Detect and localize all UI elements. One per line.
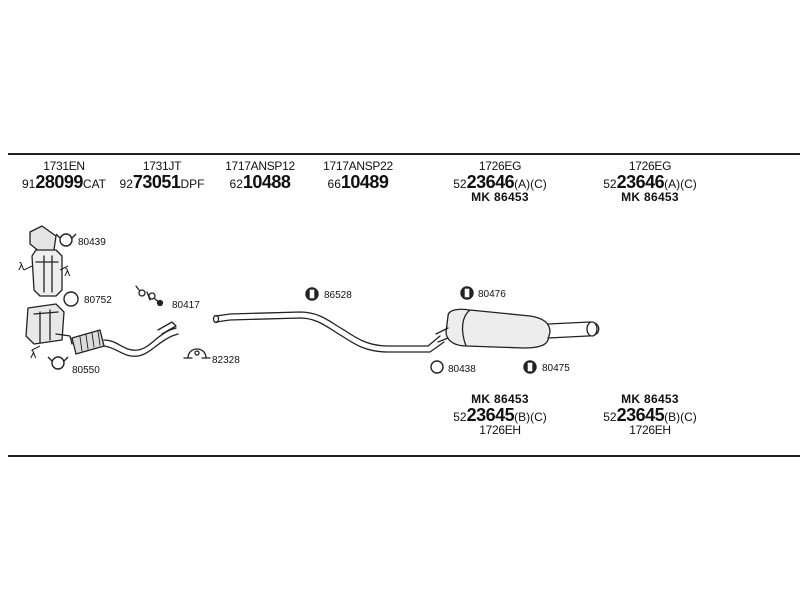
sensor-lead-icon bbox=[23, 265, 33, 271]
catalytic-converter-icon bbox=[29, 225, 63, 297]
part-number: 5223645(B)(C) bbox=[453, 404, 547, 425]
part-code: 1717ANSP12 bbox=[225, 159, 295, 173]
part-code: 1717ANSP22 bbox=[323, 159, 393, 173]
part-code: 1726EG bbox=[478, 159, 522, 173]
part-number: 5223646(A)(C) bbox=[453, 171, 547, 192]
callout-80752: 80752 bbox=[84, 295, 112, 306]
part-number: 9273051DPF bbox=[119, 171, 205, 192]
part-code: 1731EN bbox=[43, 159, 85, 173]
mk-kit-number: MK 86453 bbox=[471, 190, 529, 205]
part-header-rear-silencer-a-2: 1726EG 5223646(A)(C) MK 86453 bbox=[582, 160, 718, 204]
callout-80438: 80438 bbox=[448, 364, 476, 375]
gasket-80439-icon bbox=[55, 233, 77, 247]
part-number: 6610489 bbox=[327, 171, 389, 192]
center-pipe-icon bbox=[212, 311, 445, 353]
front-pipe-icon bbox=[71, 321, 179, 357]
top-rule bbox=[8, 153, 800, 155]
clamp-80550-icon bbox=[47, 356, 69, 370]
callout-80476: 80476 bbox=[478, 289, 506, 300]
sensor-lead-icon bbox=[59, 265, 69, 271]
dpf-filter-icon bbox=[25, 303, 73, 345]
gasket-80438-icon bbox=[430, 360, 444, 374]
bracket-82328-icon bbox=[183, 348, 211, 359]
part-code: 1726EH bbox=[629, 423, 671, 438]
callout-82328: 82328 bbox=[212, 355, 240, 366]
part-header-catalyst: 1731EN 9128099CAT bbox=[14, 160, 114, 191]
part-header-center-pipe: 1717ANSP22 6610489 bbox=[315, 160, 401, 191]
callout-80550: 80550 bbox=[72, 365, 100, 376]
part-footer-rear-silencer-b-2: MK 86453 5223645(B)(C) 1726EH bbox=[582, 393, 718, 437]
lambda-sensor-label: λ bbox=[64, 266, 71, 279]
mount-80476-icon bbox=[460, 286, 474, 300]
part-number: 5223645(B)(C) bbox=[603, 404, 697, 425]
part-number: 9128099CAT bbox=[21, 171, 107, 192]
lambda-sensor-label: λ bbox=[30, 348, 37, 361]
mk-kit-number: MK 86453 bbox=[471, 392, 529, 406]
rear-silencer-icon bbox=[435, 308, 600, 349]
part-footer-rear-silencer-b: MK 86453 5223645(B)(C) 1726EH bbox=[432, 393, 568, 437]
part-header-dpf: 1731JT 9273051DPF bbox=[114, 160, 210, 191]
clamp-80417-icon bbox=[135, 285, 164, 307]
mount-80475-icon bbox=[523, 360, 537, 374]
callout-86528: 86528 bbox=[324, 290, 352, 301]
part-header-front-pipe: 1717ANSP12 6210488 bbox=[218, 160, 302, 191]
mount-86528-icon bbox=[305, 287, 319, 301]
part-number: 5223646(A)(C) bbox=[603, 171, 697, 192]
callout-80439: 80439 bbox=[78, 237, 106, 248]
part-number: 6210488 bbox=[229, 171, 291, 192]
callout-80475: 80475 bbox=[542, 363, 570, 374]
gasket-80752-icon bbox=[63, 291, 79, 307]
lambda-sensor-label: λ bbox=[18, 260, 25, 273]
mk-kit-number: MK 86453 bbox=[621, 190, 679, 205]
part-code: 1726EH bbox=[479, 423, 521, 438]
part-code: 1731JT bbox=[142, 159, 182, 173]
part-code: 1726EG bbox=[628, 159, 672, 173]
part-header-rear-silencer-a: 1726EG 5223646(A)(C) MK 86453 bbox=[432, 160, 568, 204]
callout-80417: 80417 bbox=[172, 300, 200, 311]
bottom-rule bbox=[8, 455, 800, 457]
sensor-lead-icon bbox=[31, 345, 41, 351]
mk-kit-number: MK 86453 bbox=[621, 392, 679, 406]
